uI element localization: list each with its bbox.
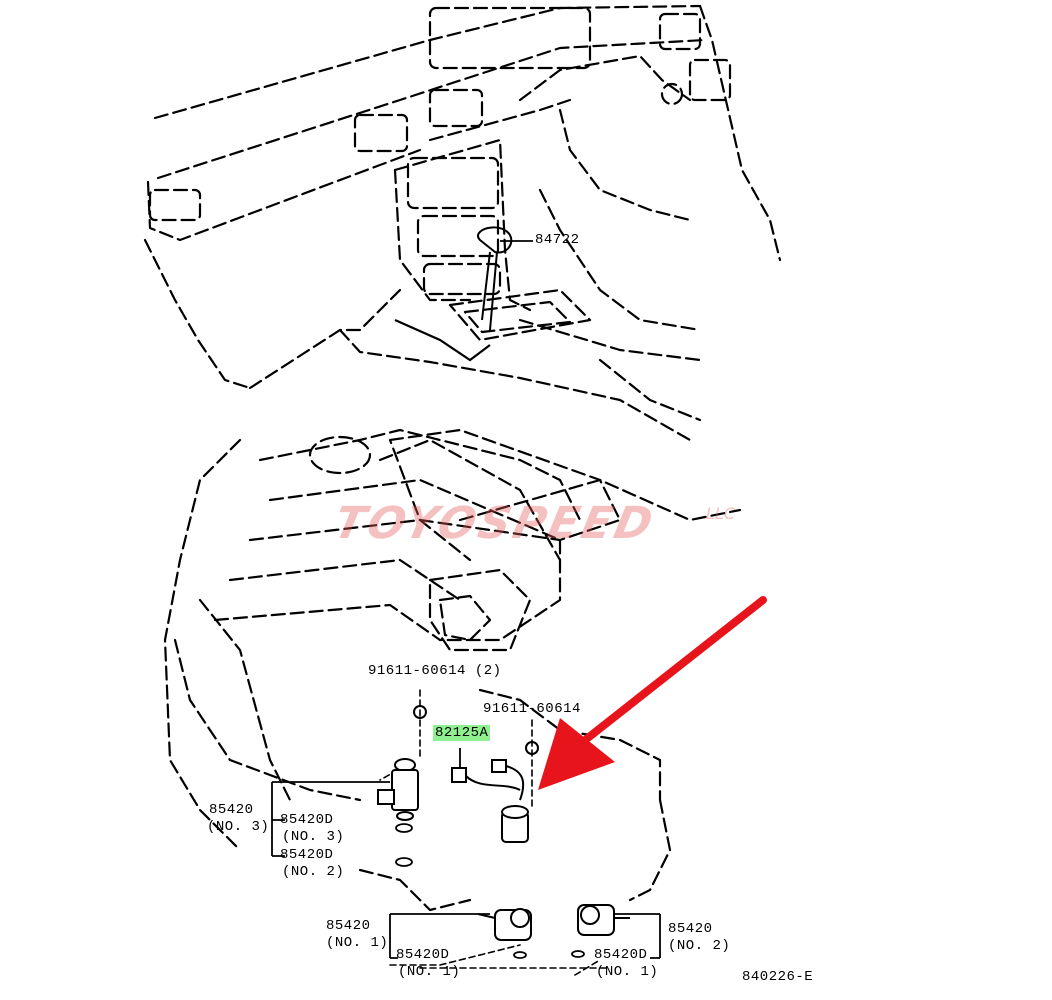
label-bolt-left: 91611-60614 (2) [368,663,502,679]
label-shift-knob: 84722 [535,232,580,248]
watermark: TOYOSPEED [329,498,660,549]
sensor-82125a [451,759,529,843]
label-plug-no1-right: 85420D [594,947,648,963]
label-plug-no3-sub: (NO. 3) [282,829,345,845]
label-plug-no1-left-sub: (NO. 1) [398,964,461,980]
watermark-suffix: LLC [706,504,735,523]
bracket-no1-left [389,913,490,959]
ignition-coil-no1 [477,908,532,941]
bracket-no3 [271,781,390,857]
label-coil-no2-sub: (NO. 2) [668,938,731,954]
figure-id: 840226-E [742,969,814,985]
highlight-82125a: 82125A [433,725,491,741]
dashboard-outline [143,4,782,442]
label-coil-no1: 85420 [326,918,371,934]
bracket-no1-right [610,913,661,959]
label-coil-no1-sub: (NO. 1) [326,935,389,951]
label-coil-no3: 85420 [209,802,254,818]
dashboard-vents [148,6,732,222]
label-coil-no3-sub: (NO. 3) [207,819,270,835]
ignition-coil-no2 [577,904,630,936]
red-arrow-icon [538,596,767,790]
label-coil-no2: 85420 [668,921,713,937]
engine-outline [163,428,742,912]
label-plug-no1-right-sub: (NO. 1) [596,964,659,980]
shift-knob [394,226,513,362]
label-bolt-right: 91611-60614 [483,701,581,717]
o-ring-icon [395,823,585,959]
label-plug-no2-sub: (NO. 2) [282,864,345,880]
label-part-highlight: 82125A [433,725,491,741]
label-plug-no2: 85420D [280,847,334,863]
label-plug-no1-left: 85420D [396,947,450,963]
bolt-icon [413,705,539,755]
label-plug-no3: 85420D [280,812,334,828]
ignition-coil-no3 [377,758,419,821]
